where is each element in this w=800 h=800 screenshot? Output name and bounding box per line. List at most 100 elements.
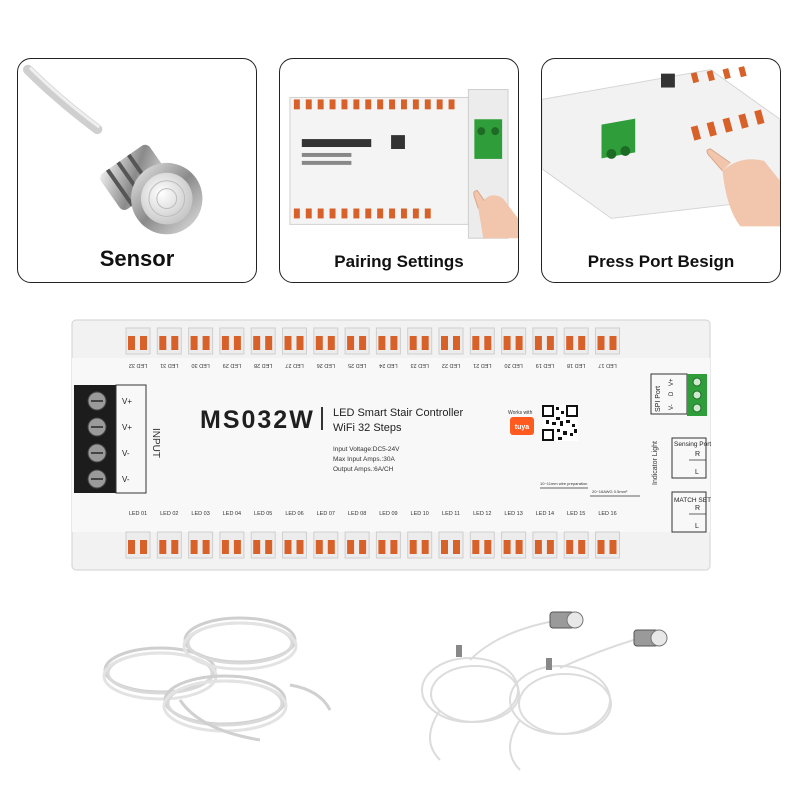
- led-port-lever[interactable]: [233, 540, 241, 554]
- led-port-lever[interactable]: [484, 336, 492, 350]
- led-port-label: LED 03: [191, 511, 209, 517]
- led-port-lever[interactable]: [202, 336, 210, 350]
- led-port-lever[interactable]: [534, 540, 542, 554]
- led-port-lever[interactable]: [534, 336, 542, 350]
- led-port-label: LED 22: [442, 362, 460, 368]
- led-port-lever[interactable]: [421, 336, 429, 350]
- wire-gauge-note: 20~16AWG 0.5mm²: [592, 489, 628, 494]
- led-port-lever[interactable]: [503, 540, 511, 554]
- led-port-label: LED 23: [411, 362, 429, 368]
- led-port-lever[interactable]: [190, 336, 198, 350]
- sensing-l-label: L: [695, 469, 699, 476]
- led-port-lever[interactable]: [441, 540, 448, 554]
- led-port-lever[interactable]: [315, 336, 323, 350]
- led-port-lever[interactable]: [409, 336, 417, 350]
- led-port-lever[interactable]: [597, 336, 605, 350]
- led-port-label: LED 11: [442, 511, 460, 517]
- led-port-lever[interactable]: [546, 336, 554, 350]
- led-port-lever[interactable]: [359, 336, 367, 350]
- led-port-lever[interactable]: [327, 336, 335, 350]
- led-port-lever[interactable]: [128, 540, 135, 554]
- led-port-label: LED 28: [254, 362, 272, 368]
- led-port-lever[interactable]: [202, 540, 210, 554]
- indicator-light-label: Indicator Light: [652, 441, 659, 485]
- led-port-lever[interactable]: [253, 336, 261, 350]
- led-port-lever[interactable]: [221, 540, 229, 554]
- led-port-lever[interactable]: [546, 540, 554, 554]
- match-r-label: R: [695, 505, 700, 512]
- led-port-lever[interactable]: [515, 336, 523, 350]
- model-name: MS032W: [200, 406, 315, 434]
- sensing-r-label: R: [695, 451, 700, 458]
- led-port-lever[interactable]: [441, 336, 448, 350]
- match-set-label: MATCH SET: [674, 497, 711, 504]
- spi-pin-1: V-: [669, 404, 675, 410]
- led-port-label: LED 25: [348, 362, 366, 368]
- led-port-lever[interactable]: [566, 336, 574, 350]
- led-port-lever[interactable]: [159, 540, 167, 554]
- led-port-label: LED 29: [223, 362, 241, 368]
- led-port-lever[interactable]: [233, 336, 241, 350]
- controller-title: LED Smart Stair Controller: [333, 407, 464, 419]
- led-port-lever[interactable]: [190, 540, 198, 554]
- led-port-lever[interactable]: [347, 336, 355, 350]
- press-port-hand-icon: [542, 66, 780, 227]
- sensor-caption: Sensor: [99, 246, 175, 271]
- led-port-label: LED 30: [191, 362, 209, 368]
- led-port-lever[interactable]: [140, 336, 147, 350]
- led-port-lever[interactable]: [171, 540, 179, 554]
- led-port-lever[interactable]: [140, 540, 147, 554]
- led-port-label: LED 20: [504, 362, 522, 368]
- led-port-lever[interactable]: [296, 540, 304, 554]
- led-port-lever[interactable]: [359, 540, 367, 554]
- led-port-lever[interactable]: [484, 540, 492, 554]
- led-port-lever[interactable]: [284, 540, 292, 554]
- input-terminal-label-1: V+: [122, 397, 132, 406]
- led-port-lever[interactable]: [578, 336, 586, 350]
- led-port-lever[interactable]: [453, 336, 460, 350]
- led-port-lever[interactable]: [159, 336, 167, 350]
- led-port-lever[interactable]: [453, 540, 460, 554]
- led-port-label: LED 10: [411, 511, 429, 517]
- led-port-lever[interactable]: [503, 336, 511, 350]
- controller-subtitle: WiFi 32 Steps: [333, 422, 402, 434]
- input-terminal-label-4: V-: [122, 475, 130, 484]
- led-port-lever[interactable]: [171, 336, 179, 350]
- led-port-lever[interactable]: [253, 540, 261, 554]
- led-port-lever[interactable]: [315, 540, 323, 554]
- led-port-lever[interactable]: [128, 336, 135, 350]
- led-port-lever[interactable]: [390, 540, 398, 554]
- led-port-lever[interactable]: [265, 336, 273, 350]
- led-port-lever[interactable]: [609, 540, 617, 554]
- match-l-label: L: [695, 523, 699, 530]
- led-port-lever[interactable]: [284, 336, 292, 350]
- led-port-lever[interactable]: [221, 336, 229, 350]
- led-port-lever[interactable]: [609, 336, 617, 350]
- led-port-lever[interactable]: [265, 540, 273, 554]
- led-port-lever[interactable]: [378, 336, 386, 350]
- works-with-label: Works with: [508, 410, 533, 416]
- led-port-lever[interactable]: [409, 540, 417, 554]
- led-port-lever[interactable]: [378, 540, 386, 554]
- qr-code-icon: [542, 405, 578, 441]
- led-port-lever[interactable]: [390, 336, 398, 350]
- tuya-brand-text: tuya: [515, 424, 530, 431]
- led-port-lever[interactable]: [347, 540, 355, 554]
- led-port-lever[interactable]: [515, 540, 523, 554]
- led-port-label: LED 27: [285, 362, 303, 368]
- led-port-lever[interactable]: [421, 540, 429, 554]
- led-port-lever[interactable]: [472, 336, 480, 350]
- spec-input-voltage: Input Voltage:DC5-24V: [333, 446, 400, 453]
- led-port-lever[interactable]: [296, 336, 304, 350]
- controller-pairing-icon: [289, 89, 518, 239]
- led-port-lever[interactable]: [472, 540, 480, 554]
- led-port-label: LED 31: [160, 362, 178, 368]
- press-port-caption: Press Port Besign: [587, 252, 735, 271]
- led-port-label: LED 05: [254, 511, 272, 517]
- led-port-lever[interactable]: [578, 540, 586, 554]
- led-port-lever[interactable]: [327, 540, 335, 554]
- led-port-lever[interactable]: [597, 540, 605, 554]
- led-port-lever[interactable]: [566, 540, 574, 554]
